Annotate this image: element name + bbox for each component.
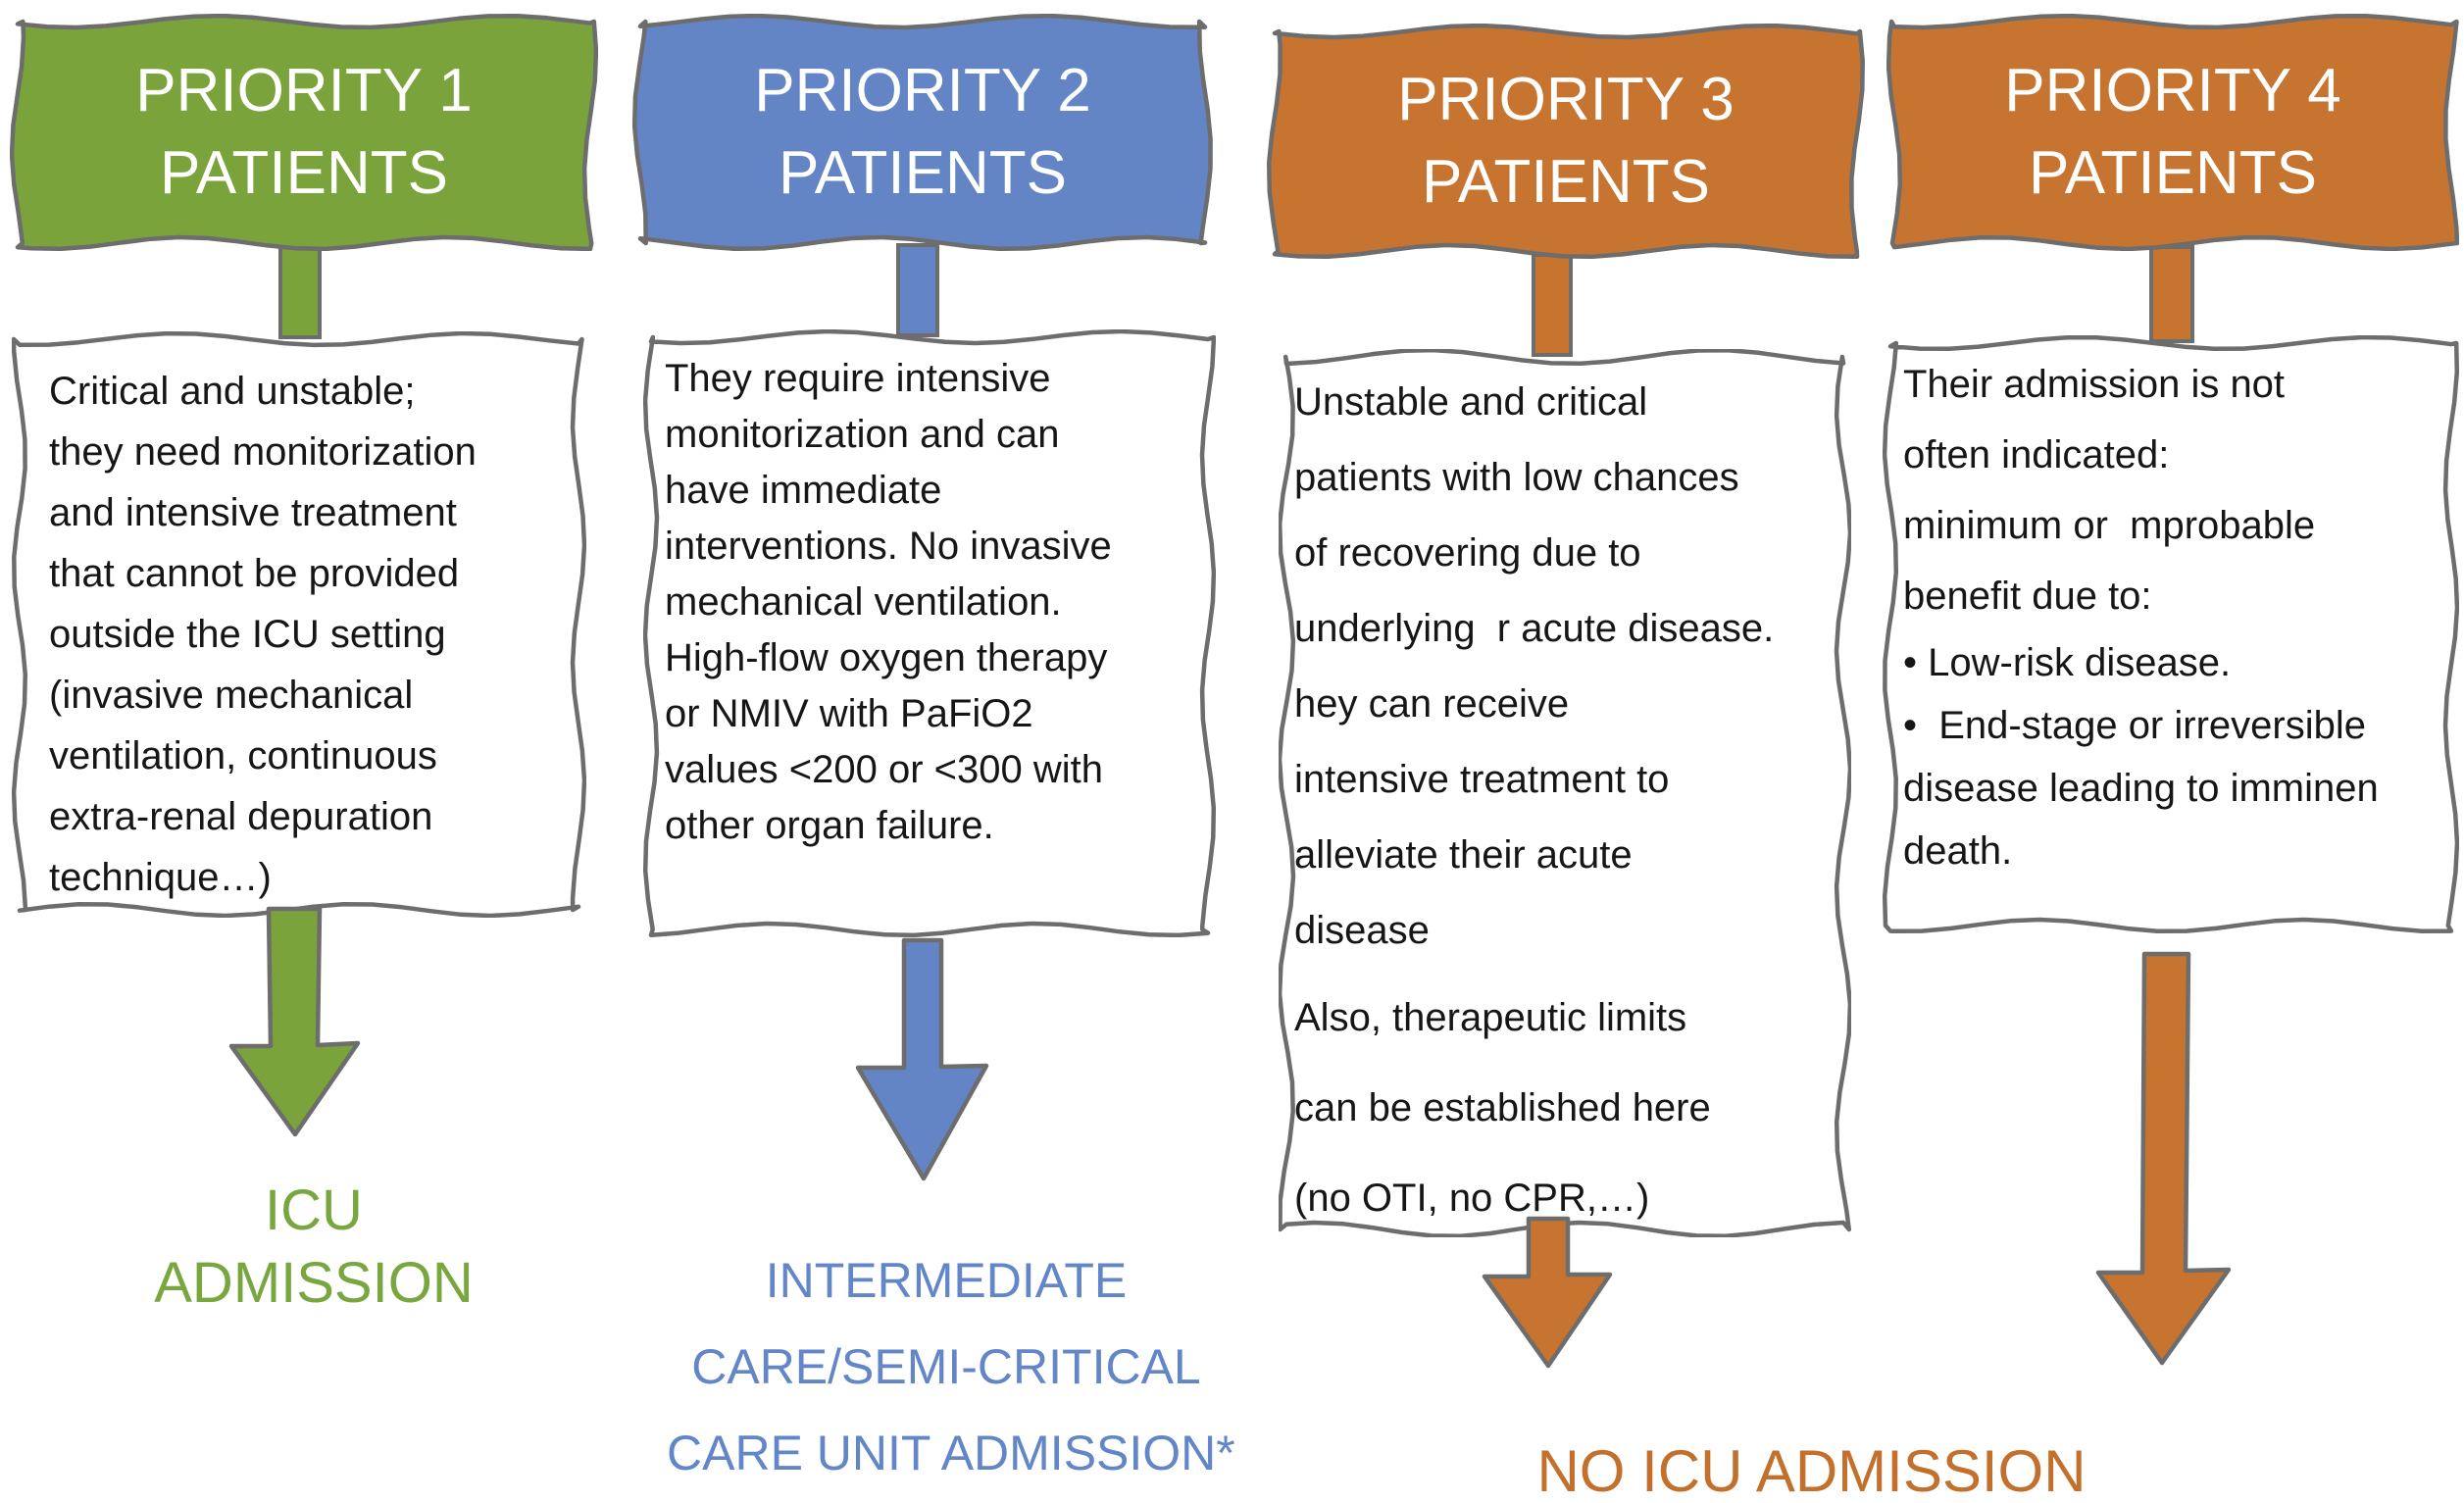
priority-1-body: Critical and unstable;they need monitori…: [49, 370, 477, 899]
down-arrow-icon: [228, 906, 361, 1137]
priority-4-connector: [2149, 245, 2194, 343]
priority-2-plaque-shape: [632, 14, 1213, 251]
priority-1-box-shape: [12, 331, 586, 918]
priority-1-arrow-glyph: [228, 906, 361, 1137]
priority-2-box: [643, 329, 1216, 937]
priority-3-header: PRIORITY 3 PATIENTS: [1397, 66, 1735, 216]
priority-1-plaque: PRIORITY 1 PATIENTS: [10, 14, 598, 251]
priority-2-header: PRIORITY 2 PATIENTS: [754, 57, 1091, 207]
priority-3-arrow-glyph: [1482, 1216, 1613, 1369]
priority-2-arrow-glyph: [855, 937, 989, 1181]
priority-4-header: PRIORITY 4 PATIENTS: [2004, 57, 2341, 207]
down-arrow-icon: [855, 937, 989, 1181]
priority-1-header: PRIORITY 1 PATIENTS: [135, 57, 473, 207]
priority-3-box: [1279, 349, 1851, 1237]
priority-3-plaque-shape: [1267, 24, 1865, 259]
priority-3-box-shape: [1279, 349, 1851, 1237]
priority-4-arrow-glyph: [2095, 951, 2232, 1366]
no-icu-admission-label: NO ICU ADMISSION: [1536, 1438, 2087, 1503]
priority-4-box: [1883, 335, 2459, 933]
priority-4-plaque: PRIORITY 4 PATIENTS: [1886, 14, 2459, 251]
priority-1-box: [12, 331, 586, 918]
priority-2-box-shape: [643, 329, 1216, 937]
down-arrow-icon: [1482, 1216, 1613, 1369]
priority-4-plaque-shape: [1886, 14, 2459, 251]
priority-1-connector: [278, 241, 322, 339]
priority-3-connector: [1532, 253, 1573, 357]
priority-4-box-shape: [1883, 335, 2459, 933]
priority-4-bullets: • Low-risk disease.• End-stage or irreve…: [1903, 641, 2379, 873]
priority-1-plaque-shape: [10, 14, 598, 251]
priority-3-plaque: PRIORITY 3 PATIENTS: [1267, 24, 1865, 259]
down-arrow-icon: [2095, 951, 2232, 1366]
priority-2-plaque: PRIORITY 2 PATIENTS: [632, 14, 1213, 251]
priority-2-connector: [896, 243, 939, 337]
